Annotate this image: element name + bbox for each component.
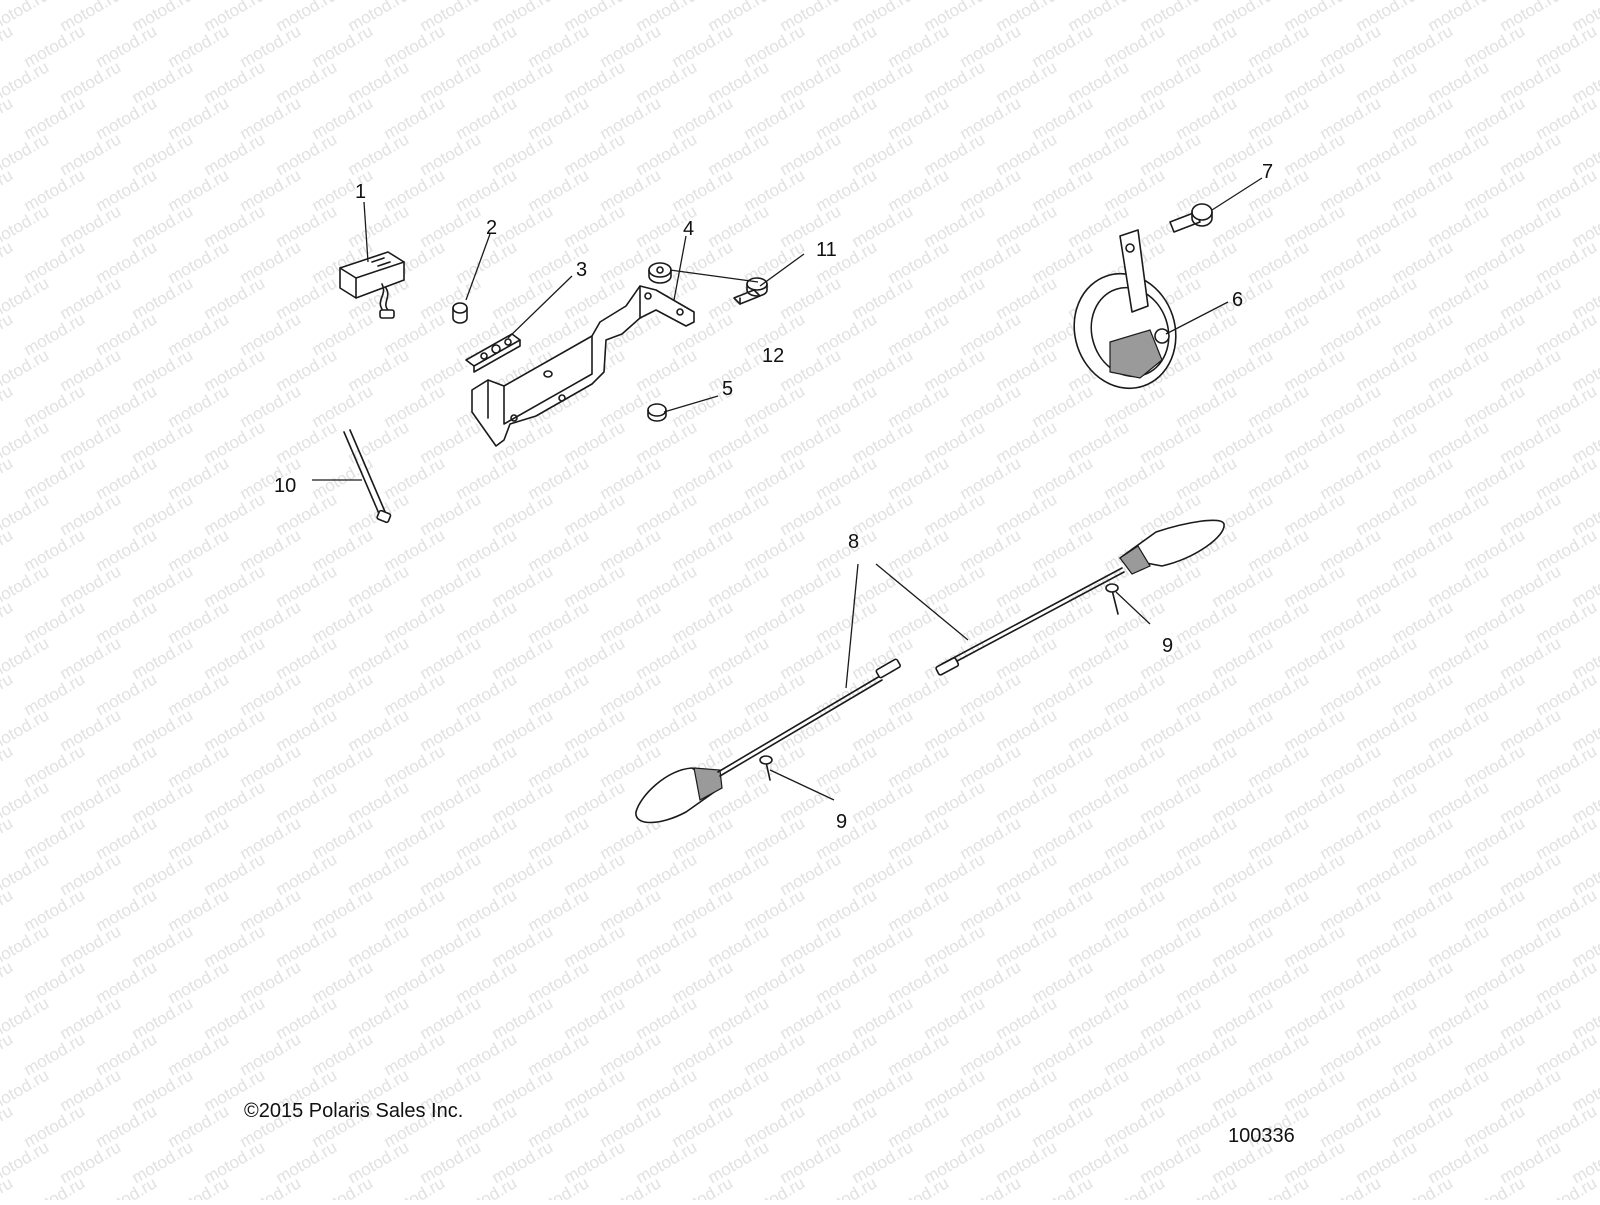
part-9-screw-upper <box>1106 584 1118 614</box>
watermark-text: motod.ru <box>0 381 16 431</box>
watermark-text: motod.ru <box>0 741 16 791</box>
watermark-text: motod.ru <box>1317 1173 1385 1200</box>
watermark-text: motod.ru <box>0 1173 16 1200</box>
callout-8: 8 <box>848 531 859 553</box>
callout-10: 10 <box>274 475 296 497</box>
watermark-text: motod.ru <box>0 597 16 647</box>
callout-2: 2 <box>486 217 497 239</box>
watermark-text: motod.ru <box>0 165 16 215</box>
watermark-text: motod.ru <box>885 1173 953 1200</box>
callout-3: 3 <box>576 259 587 281</box>
watermark-text: motod.ru <box>0 885 16 935</box>
callout-6: 6 <box>1232 289 1243 311</box>
watermark-text: motod.ru <box>93 1173 161 1200</box>
callout-4: 4 <box>683 218 694 240</box>
watermark-text: motod.ru <box>0 453 16 503</box>
watermark-text: motod.ru <box>237 1173 305 1200</box>
watermark-text: motod.ru <box>1533 1173 1600 1200</box>
watermark-text: motod.ru <box>0 237 16 287</box>
watermark-text: motod.ru <box>525 1173 593 1200</box>
callout-9-upper: 9 <box>1162 635 1173 657</box>
copyright-notice: ©2015 Polaris Sales Inc. <box>244 1100 463 1122</box>
callout-12: 12 <box>762 345 784 367</box>
callout-9-lower: 9 <box>836 811 847 833</box>
watermark-text: motod.ru <box>0 957 16 1007</box>
watermark-text: motod.ru <box>1029 1173 1097 1200</box>
watermark-text: motod.ru <box>1389 1173 1457 1200</box>
watermark-text: motod.ru <box>669 1173 737 1200</box>
callout-1: 1 <box>355 181 366 203</box>
watermark-text: motod.ru <box>453 1173 521 1200</box>
watermark-text: motod.ru <box>0 309 16 359</box>
callout-7: 7 <box>1262 161 1273 183</box>
callout-5: 5 <box>722 378 733 400</box>
watermark-text: motod.ru <box>309 1173 377 1200</box>
watermark-text: motod.ru <box>741 1173 809 1200</box>
watermark-text: motod.ru <box>1245 1173 1313 1200</box>
watermark-text: motod.ru <box>381 1173 449 1200</box>
watermark-text: motod.ru <box>0 813 16 863</box>
watermark-text: motod.ru <box>957 1173 1025 1200</box>
watermark-text: motod.ru <box>0 525 16 575</box>
part-12-flange-nut <box>649 263 671 283</box>
watermark-text: motod.ru <box>1461 1173 1529 1200</box>
watermark-text: motod.ru <box>1173 1173 1241 1200</box>
watermark-text: motod.ru <box>21 1173 89 1200</box>
watermark-text: motod.ru <box>0 669 16 719</box>
watermark-text: motod.ru <box>0 21 16 71</box>
watermark-text: motod.ru <box>1101 1173 1169 1200</box>
watermark-text: motod.ru <box>0 1101 16 1151</box>
watermark-text: motod.ru <box>813 1173 881 1200</box>
part-2-bushing <box>453 303 467 323</box>
part-5-nut <box>648 404 666 421</box>
callout-11: 11 <box>816 239 837 261</box>
watermark-text: motod.ru <box>597 1173 665 1200</box>
watermark-text: motod.ru <box>165 1173 233 1200</box>
watermark-text: motod.ru <box>0 93 16 143</box>
watermark-text: motod.ru <box>0 1029 16 1079</box>
figure-number: 100336 <box>1228 1125 1295 1147</box>
